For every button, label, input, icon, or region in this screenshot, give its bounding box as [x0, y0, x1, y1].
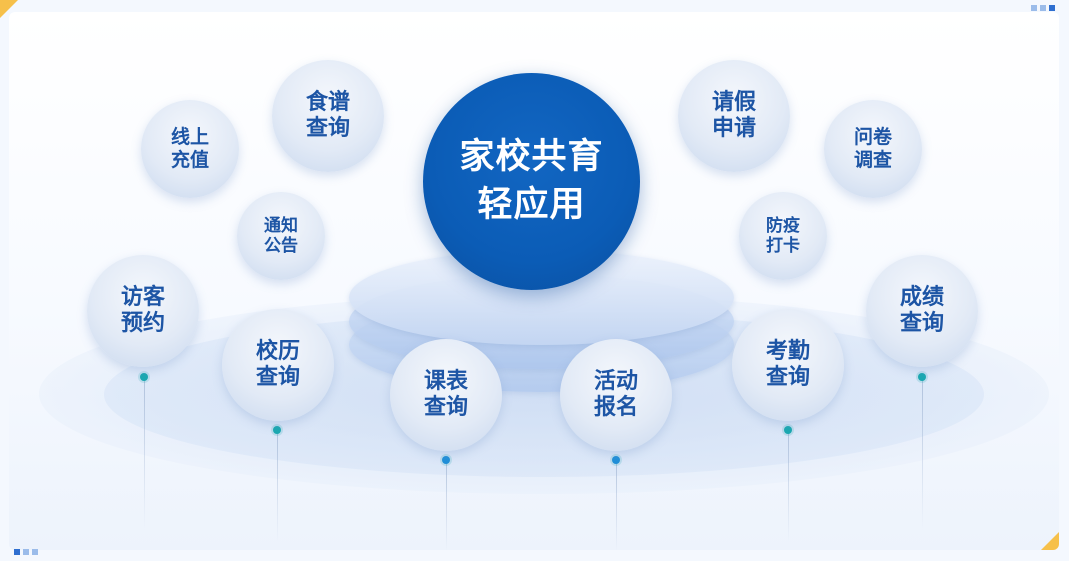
- bubble-label-line1: 线上: [170, 126, 209, 149]
- bubble-label-line1: 活动: [593, 368, 638, 394]
- hub-title-line2: 轻应用: [477, 184, 586, 225]
- bubble-label-line2: 公告: [264, 236, 298, 256]
- bubble-label-line2: 查询: [765, 365, 810, 390]
- feature-bubble-school-calendar[interactable]: 校历 查询: [222, 309, 334, 421]
- decorative-dots-bottom-left: [14, 549, 38, 555]
- pin-dot: [442, 456, 450, 464]
- bubble-label-line1: 课表: [423, 368, 468, 394]
- bubble-label-line1: 请假: [711, 89, 756, 115]
- pin-dot: [273, 426, 281, 434]
- bubble-label-line1: 防疫: [766, 215, 800, 236]
- pin-line: [144, 380, 145, 530]
- feature-bubble-attendance-query[interactable]: 考勤 查询: [732, 309, 844, 421]
- hub-title-line1: 家校共育: [459, 137, 604, 178]
- pin-line: [446, 462, 447, 550]
- bubble-label-line2: 打卡: [766, 236, 800, 256]
- feature-bubble-questionnaire[interactable]: 问卷 调查: [824, 100, 922, 198]
- bubble-label-line2: 预约: [120, 311, 165, 336]
- bubble-label-line2: 充值: [170, 149, 209, 171]
- bubble-label-line2: 查询: [255, 365, 300, 390]
- feature-bubble-activity-signup[interactable]: 活动 报名: [560, 339, 672, 451]
- bubble-label-line1: 校历: [255, 338, 300, 364]
- feature-bubble-online-recharge[interactable]: 线上 充值: [141, 100, 239, 198]
- feature-bubble-visitor-appointment[interactable]: 访客 预约: [87, 255, 199, 367]
- bubble-label-line2: 查询: [305, 116, 350, 141]
- feature-bubble-epidemic-checkin[interactable]: 防疫 打卡: [739, 192, 827, 280]
- pin-dot: [784, 426, 792, 434]
- bubble-label-line2: 查询: [899, 311, 944, 336]
- decorative-dots-top-right: [1031, 5, 1055, 11]
- bubble-label-line2: 调查: [853, 149, 892, 171]
- feature-bubble-timetable-query[interactable]: 课表 查询: [390, 339, 502, 451]
- pin-dot: [140, 373, 148, 381]
- bubble-label-line1: 问卷: [853, 126, 892, 149]
- bubble-label-line1: 通知: [264, 215, 298, 236]
- feature-bubble-grades-query[interactable]: 成绩 查询: [866, 255, 978, 367]
- bubble-label-line1: 访客: [120, 284, 165, 310]
- bubble-label-line1: 食谱: [305, 89, 350, 115]
- pin-dot: [918, 373, 926, 381]
- pin-dot: [612, 456, 620, 464]
- bubble-label-line2: 申请: [711, 116, 756, 141]
- pin-line: [277, 432, 278, 542]
- feature-bubble-recipe-query[interactable]: 食谱 查询: [272, 60, 384, 172]
- feature-bubble-leave-request[interactable]: 请假 申请: [678, 60, 790, 172]
- feature-bubble-notice[interactable]: 通知 公告: [237, 192, 325, 280]
- bubble-label-line1: 考勤: [765, 338, 810, 364]
- bubble-label-line1: 成绩: [899, 284, 944, 310]
- bubble-label-line2: 查询: [423, 395, 468, 420]
- corner-accent-bottom-right: [1041, 532, 1059, 550]
- pin-line: [922, 380, 923, 530]
- bubble-label-line2: 报名: [593, 395, 638, 420]
- central-hub-circle: 家校共育 轻应用: [423, 73, 640, 290]
- pin-line: [788, 432, 789, 542]
- pin-line: [616, 462, 617, 550]
